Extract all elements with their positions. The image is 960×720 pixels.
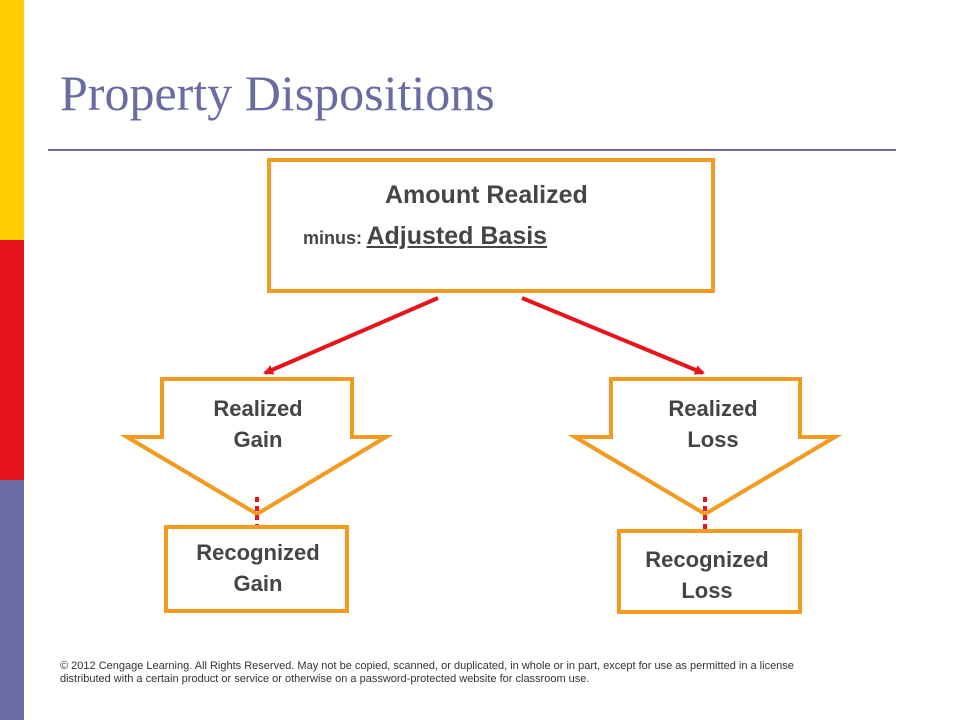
minus-label: minus <box>303 228 357 248</box>
side-bar-red <box>0 240 24 480</box>
adjusted-basis-label: Adjusted Basis <box>366 222 548 250</box>
arrow-to-gain <box>263 296 439 375</box>
arrow-to-loss <box>521 296 705 375</box>
recognized-gain-text: Recognized Gain <box>173 537 343 599</box>
realized-loss-line1: Realized <box>668 396 758 421</box>
title-divider <box>48 149 896 151</box>
recognized-loss-line2: Loss <box>681 578 733 603</box>
realized-loss-shape <box>567 377 843 517</box>
slide-title: Property Dispositions <box>60 65 495 121</box>
minus-line: minus: Adjusted Basis <box>303 222 547 251</box>
copyright-notice: © 2012 Cengage Learning. All Rights Rese… <box>60 660 794 685</box>
side-bar-blue <box>0 480 24 720</box>
amount-realized-label: Amount Realized <box>385 181 588 209</box>
minus-colon: : <box>356 228 363 248</box>
recognized-loss-text: Recognized Loss <box>622 544 792 606</box>
realized-loss-text: Realized Loss <box>628 393 798 455</box>
realized-gain-text: Realized Gain <box>173 393 343 455</box>
recognized-loss-box <box>617 529 802 614</box>
realized-gain-line1: Realized <box>213 396 303 421</box>
recognized-gain-line2: Gain <box>233 571 283 596</box>
amount-realized-box <box>267 158 715 293</box>
side-bar-yellow <box>0 0 24 240</box>
recognized-gain-box <box>164 525 349 613</box>
recognized-gain-line1: Recognized <box>196 540 320 565</box>
realized-loss-line2: Loss <box>687 427 739 452</box>
recognized-loss-line1: Recognized <box>645 547 769 572</box>
realized-gain-shape <box>119 377 394 517</box>
realized-gain-line2: Gain <box>233 427 283 452</box>
